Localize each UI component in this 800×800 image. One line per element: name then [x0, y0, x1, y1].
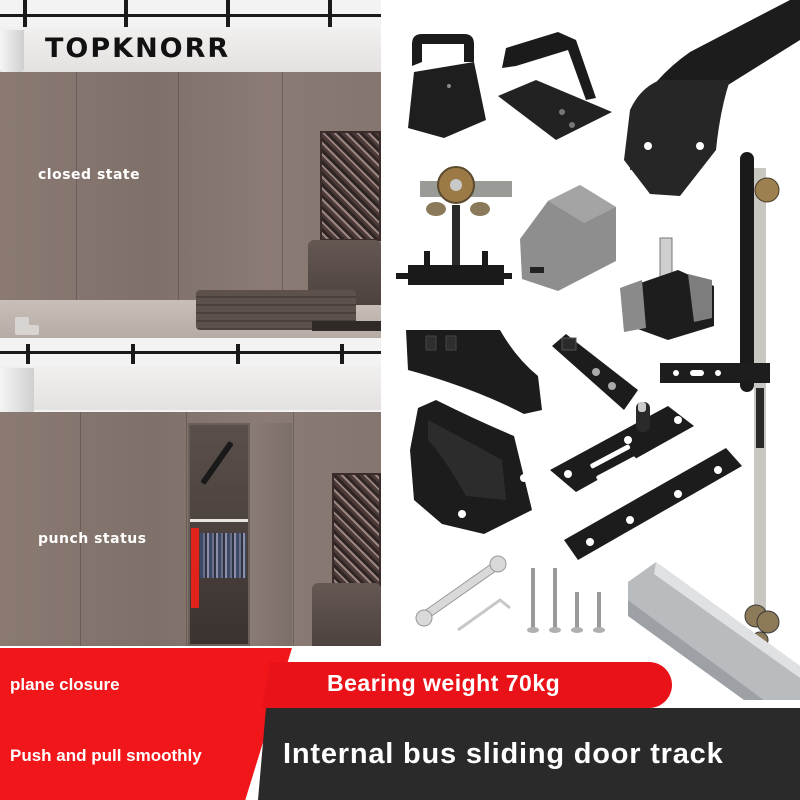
ceiling-rail — [0, 14, 381, 17]
closed-state-photo: TOPKNORR closed state — [0, 0, 381, 338]
candle — [27, 325, 39, 335]
screws — [527, 568, 605, 633]
pendant-lamp — [0, 368, 34, 414]
hanging-bracket-angled — [498, 32, 612, 140]
hardware-parts-display — [392, 0, 800, 700]
rail-post — [328, 0, 332, 27]
hanging-bracket-upright — [408, 34, 486, 138]
open-state-photo: punch status — [0, 338, 381, 646]
red-coat-rack — [191, 528, 199, 608]
panel-seam — [293, 412, 294, 646]
gray-door-stopper — [520, 185, 616, 291]
rail-post — [23, 0, 27, 27]
floor-guide-with-pin — [620, 237, 714, 340]
wall-art — [332, 473, 381, 588]
brand-logo: TOPKNORR — [45, 33, 231, 64]
closet-shelf — [190, 519, 248, 522]
side-table — [312, 321, 381, 331]
rail-post — [124, 0, 128, 27]
ceiling-beam — [0, 27, 381, 72]
rail-post — [236, 344, 240, 364]
candle — [15, 317, 29, 335]
bearing-weight-text: Bearing weight 70kg — [327, 670, 561, 696]
wrench — [415, 555, 507, 627]
roller-hanger-trolley — [396, 166, 512, 285]
rail-post — [131, 344, 135, 364]
product-title: Internal bus sliding door track — [283, 738, 724, 770]
punch-status-label: punch status — [38, 531, 147, 547]
sofa-back — [312, 583, 381, 646]
title-banner-dark — [258, 708, 800, 800]
flat-mounting-plate — [564, 448, 742, 560]
panel-seam — [76, 72, 77, 338]
panel-seam — [186, 412, 187, 646]
curved-track-corner — [624, 0, 800, 196]
pivot-plate-with-pin — [550, 402, 694, 492]
ceiling-beam — [0, 366, 381, 410]
panel-seam — [282, 72, 283, 338]
hanging-clothes — [200, 533, 246, 578]
ceiling-rail — [0, 351, 381, 354]
curved-guide-block — [410, 400, 532, 534]
rail-post — [340, 344, 344, 364]
slid-door-leaf — [250, 423, 292, 646]
rail-post — [26, 344, 30, 364]
wall-art — [320, 131, 381, 241]
plane-closure-text: plane closure — [10, 675, 120, 694]
small-guide-plate — [552, 334, 638, 410]
panel-seam — [178, 72, 179, 338]
push-pull-text: Push and pull smoothly — [10, 746, 202, 765]
hex-key — [457, 598, 511, 632]
panel-seam — [80, 412, 81, 646]
features-banner-red — [0, 648, 292, 800]
curved-end-cap — [406, 330, 542, 414]
aluminum-track — [628, 562, 800, 700]
bearing-weight-banner — [292, 662, 672, 708]
pendant-lamp — [0, 30, 24, 72]
rail-post — [226, 0, 230, 27]
closed-state-label: closed state — [38, 167, 141, 183]
